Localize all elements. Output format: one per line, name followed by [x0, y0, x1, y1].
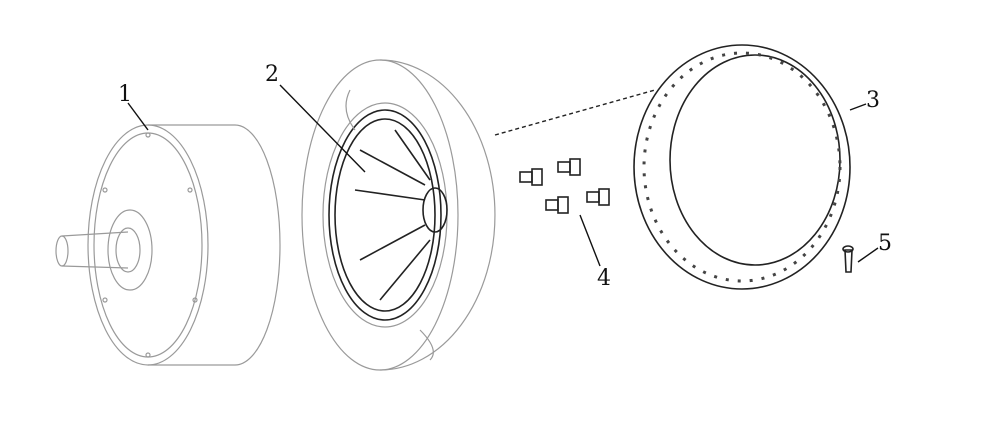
- wheel-rim: [301, 59, 496, 371]
- hub-motor: [55, 124, 281, 366]
- valve-stem: [842, 245, 854, 273]
- part-label-1: 1: [118, 82, 132, 107]
- leader-lines: [127, 84, 879, 267]
- bolts: [519, 158, 610, 214]
- part-label-3: 3: [866, 88, 880, 113]
- assembly-dashed-line: [494, 89, 656, 136]
- part-label-2: 2: [265, 62, 279, 87]
- tire: [633, 44, 851, 290]
- part-label-4: 4: [597, 266, 611, 291]
- part-label-5: 5: [878, 231, 892, 256]
